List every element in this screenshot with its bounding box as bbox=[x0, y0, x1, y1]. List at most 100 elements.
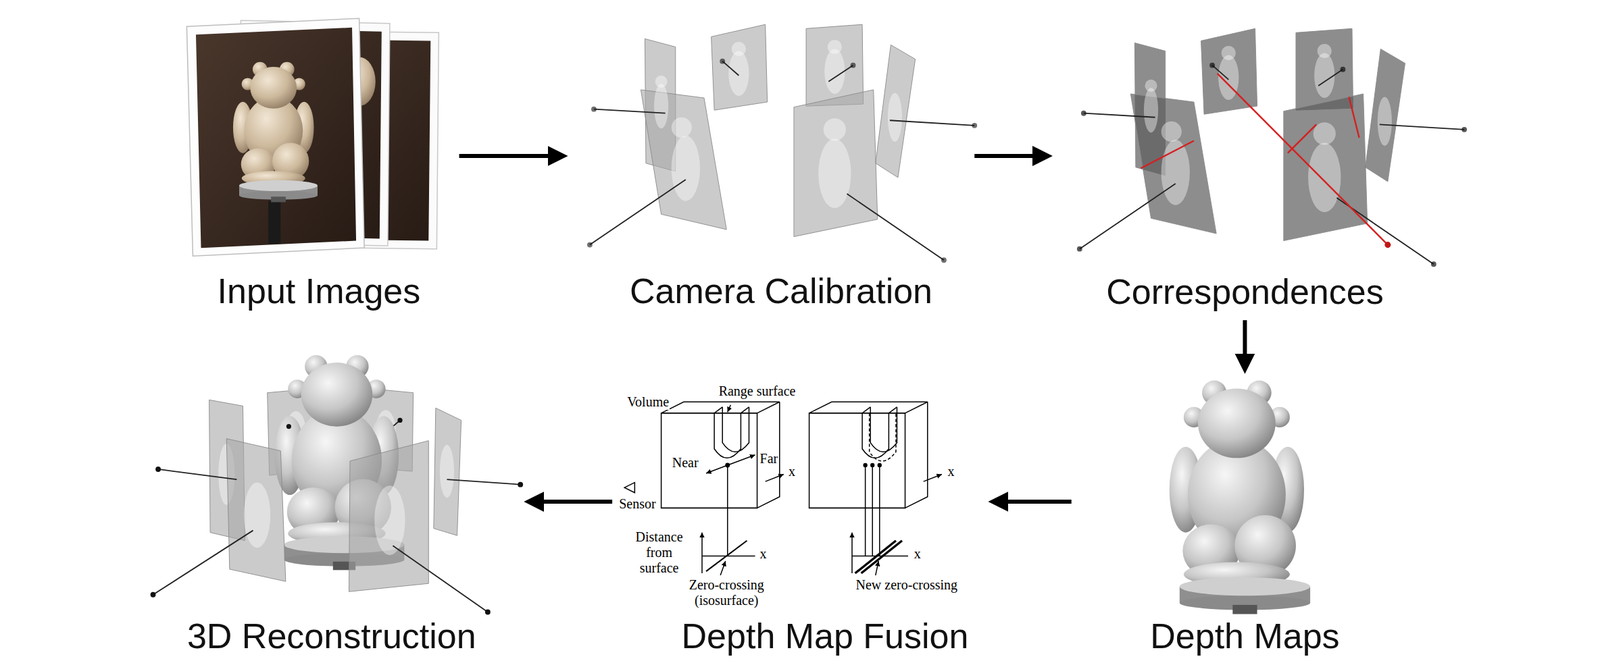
fusion-figure-part bbox=[706, 541, 747, 572]
stage-panel: Correspondences bbox=[1056, 25, 1434, 311]
fusion-figure-part bbox=[870, 407, 897, 453]
figure-label: Volume bbox=[626, 394, 670, 411]
reconstruction-figure-part-part bbox=[439, 445, 455, 499]
figure-label: Near bbox=[671, 455, 700, 471]
label-anchor: Far bbox=[759, 451, 780, 467]
reconstruction-figure-part-part bbox=[485, 610, 491, 616]
figure-label: New zero-crossing bbox=[855, 577, 959, 594]
correspondence-rig-part-part bbox=[1287, 124, 1317, 153]
reconstruction-figure-part-part bbox=[446, 479, 521, 486]
stage-panel: Camera Calibration bbox=[571, 18, 965, 311]
reconstruction-figure-part bbox=[243, 483, 406, 556]
reconstruction-figure-part-part bbox=[348, 441, 429, 593]
fusion-figure-part bbox=[905, 402, 928, 509]
reconstruction-figure-part bbox=[150, 418, 524, 616]
fusion-figure-part bbox=[727, 405, 732, 413]
label-anchor: x bbox=[946, 464, 955, 480]
fusion-figure-part bbox=[879, 465, 881, 557]
fusion-figure-part bbox=[701, 533, 703, 574]
photo-stack-part bbox=[233, 62, 318, 203]
photo-stack-part bbox=[268, 201, 281, 244]
reconstruction-figure-part-part bbox=[397, 418, 403, 423]
correspondence-rig-part bbox=[1384, 241, 1391, 248]
fusion-figure-part bbox=[722, 407, 749, 453]
label-anchor: x bbox=[759, 546, 768, 563]
label-anchor: Range surface bbox=[718, 383, 797, 400]
figure-label: Range surface bbox=[718, 383, 797, 400]
label-anchor: x bbox=[787, 464, 796, 480]
flow-arrow bbox=[530, 500, 613, 505]
depth-map-figure-part bbox=[1169, 381, 1311, 615]
fusion-figure-part bbox=[862, 407, 897, 414]
figure-label: x bbox=[787, 464, 796, 480]
reconstruction-figure-part-part bbox=[374, 485, 405, 556]
label-anchor: x bbox=[913, 546, 922, 563]
label-anchor: Volume bbox=[626, 394, 670, 411]
flow-arrow bbox=[974, 154, 1046, 159]
reconstruction-figure-part-part bbox=[150, 592, 157, 598]
stage-caption: 3D Reconstruction bbox=[187, 618, 477, 656]
photo-stack bbox=[186, 18, 439, 257]
camera-rig bbox=[587, 24, 978, 263]
fusion-figure-part bbox=[852, 556, 909, 558]
correspondence-rig-part bbox=[1077, 28, 1467, 267]
figure-label: x bbox=[946, 464, 955, 480]
fusion-figure-part bbox=[714, 407, 749, 414]
reconstruction-figure bbox=[150, 355, 524, 615]
flow-arrow bbox=[1242, 320, 1247, 367]
flow-arrow bbox=[994, 500, 1071, 505]
fusion-figure-part bbox=[727, 465, 729, 557]
reconstruction-figure-part-part bbox=[392, 545, 488, 613]
fusion-figure-part bbox=[869, 413, 896, 462]
camera-rig-part bbox=[587, 24, 978, 263]
figure-label: Far bbox=[759, 451, 780, 467]
reconstruction-figure-part-part bbox=[226, 439, 286, 583]
fusion-figure-part bbox=[727, 455, 756, 466]
fusion-figure-part bbox=[855, 541, 896, 574]
stage-panel: Depth Maps bbox=[1081, 377, 1409, 656]
fusion-figure-part bbox=[875, 561, 880, 576]
correspondence-rig bbox=[1077, 28, 1467, 267]
figure-label: x bbox=[913, 546, 922, 563]
label-anchor: Zero-crossing (isosurface) bbox=[682, 577, 771, 609]
reconstruction-figure-part bbox=[226, 439, 429, 593]
figure-label: Distance from surface bbox=[632, 529, 687, 577]
stage-caption: Depth Map Fusion bbox=[681, 618, 969, 656]
stage-panel: Input Images bbox=[188, 15, 449, 311]
fusion-figure-part bbox=[661, 413, 758, 509]
fusion-figure-part bbox=[706, 465, 728, 474]
fusion-figure-part bbox=[765, 475, 784, 483]
label-anchor: Sensor bbox=[618, 496, 657, 513]
fusion-figure-part bbox=[624, 483, 635, 494]
fusion-figure-part bbox=[809, 402, 928, 414]
reconstruction-figure-part-part bbox=[153, 531, 254, 596]
figure-label: Zero-crossing (isosurface) bbox=[682, 577, 771, 609]
stage-panel: 3D Reconstruction bbox=[142, 352, 521, 656]
fusion-figure-part bbox=[809, 413, 906, 509]
depth-map-figure bbox=[1169, 381, 1311, 615]
reconstruction-figure-part-part bbox=[155, 466, 161, 473]
fusion-figure-part bbox=[757, 402, 780, 509]
fusion-figure-part bbox=[702, 556, 756, 558]
figure-label: x bbox=[759, 546, 768, 563]
stage-caption: Correspondences bbox=[1106, 273, 1384, 311]
stage-caption: Camera Calibration bbox=[629, 272, 933, 311]
reconstruction-figure-part-part bbox=[158, 469, 237, 480]
reconstruction-figure-part-part bbox=[517, 482, 523, 488]
stage-caption: Depth Maps bbox=[1150, 618, 1340, 656]
label-anchor: Distance from surface bbox=[632, 529, 687, 577]
label-anchor: New zero-crossing bbox=[855, 577, 959, 594]
correspondence-rig-part-part bbox=[1140, 140, 1194, 169]
figure-label: Sensor bbox=[618, 496, 657, 513]
reconstruction-figure-part-part bbox=[243, 483, 271, 549]
fusion-figure-part bbox=[871, 465, 873, 557]
correspondence-rig-part-part bbox=[1348, 97, 1359, 138]
photo-stack-part bbox=[186, 18, 365, 257]
stage-caption: Input Images bbox=[217, 272, 421, 311]
fusion-figure bbox=[624, 402, 942, 576]
reconstruction-figure-part-part bbox=[286, 424, 292, 430]
fusion-figure-part bbox=[864, 465, 867, 557]
correspondence-rig-part bbox=[1140, 73, 1388, 246]
connector-layer-part bbox=[459, 156, 1246, 503]
